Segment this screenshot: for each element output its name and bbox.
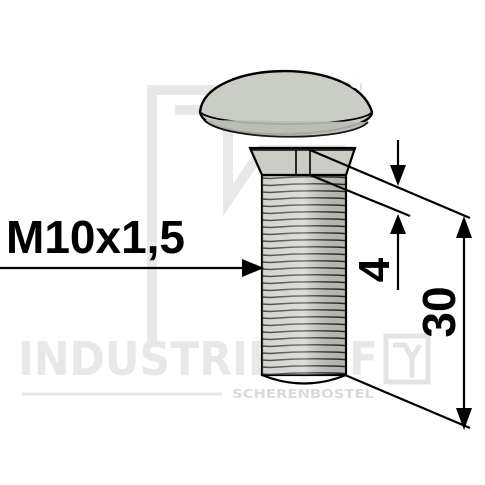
neck-dimension-label: 4 [350, 257, 399, 282]
length-dimension-label: 30 [413, 286, 465, 337]
dimension-lines [0, 140, 472, 430]
thread-size-label: M10x1,5 [6, 211, 185, 263]
watermark-small-logo-icon [383, 333, 431, 385]
bolt-square-neck [248, 146, 357, 177]
watermark-subtitle: SCHERENBOSTEL [232, 387, 374, 401]
carriage-bolt-icon [198, 69, 374, 385]
